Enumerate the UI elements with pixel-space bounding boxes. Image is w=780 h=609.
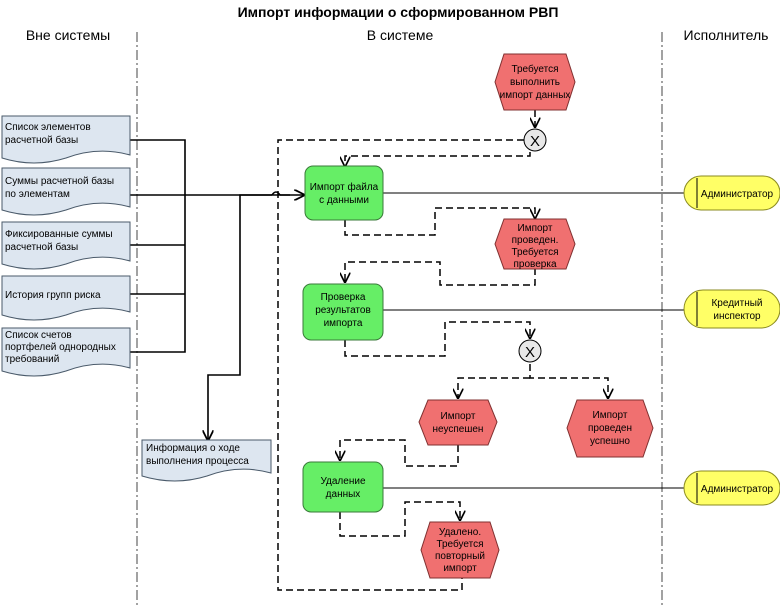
lane-header-executor: Исполнитель (684, 27, 769, 43)
lane-header-outside: Вне системы (26, 27, 110, 43)
document-connectors (130, 139, 304, 440)
xor-gateway-top: X (523, 128, 547, 152)
document-label: История групп риска (5, 290, 101, 301)
xor-symbol: X (525, 344, 535, 361)
xor-symbol: X (530, 133, 540, 150)
lane-header-inside: В системе (367, 27, 434, 43)
document-risk-history: История групп риска (1, 275, 131, 321)
role-label: Администратор (701, 189, 774, 200)
control-flow (277, 110, 608, 591)
role-label: Администратор (701, 484, 774, 495)
role-administrator-bottom[interactable]: Администратор (683, 470, 780, 506)
xor-gateway-middle: X (518, 339, 542, 363)
role-administrator-top[interactable]: Администратор (683, 175, 780, 211)
role-connectors (383, 192, 684, 489)
diagram-title: Импорт информации о сформированном РВП (238, 4, 559, 20)
